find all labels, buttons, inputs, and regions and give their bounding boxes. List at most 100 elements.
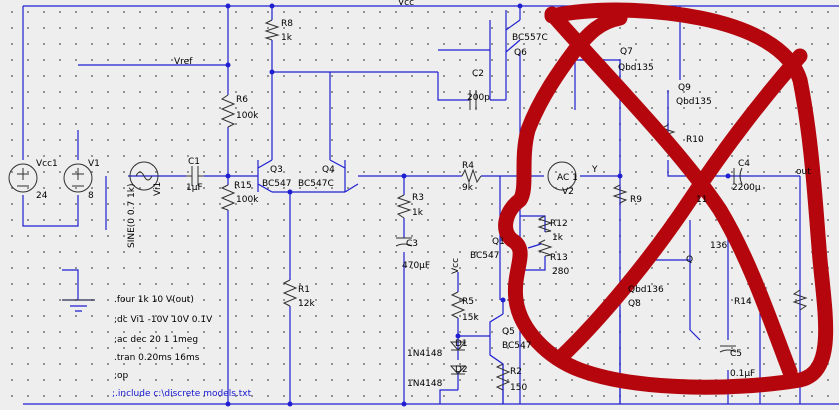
c1-value: 1µF [186, 183, 203, 193]
vcc1-name: Vcc1 [36, 159, 58, 169]
r8-name: R8 [281, 19, 293, 29]
r14-name: R14 [734, 297, 752, 307]
q3-name: Q3 [270, 165, 283, 175]
spice-directives: .four 1k 10 V(out) ;dc Vi1 -10V 10V 0.1V… [112, 295, 252, 399]
vcc-local-label: Vcc [451, 258, 461, 274]
r8-symbol[interactable] [264, 19, 280, 41]
r15-name: R15 [234, 181, 252, 191]
v1-name: V1 [88, 159, 100, 169]
q8-name: Q8 [628, 299, 641, 309]
r5-name: R5 [462, 297, 474, 307]
r6-name: R6 [236, 95, 248, 105]
q4-model: BC547C [298, 179, 334, 189]
r2-value: 150 [510, 383, 527, 393]
component-symbols [8, 19, 808, 391]
r2-symbol[interactable] [495, 363, 511, 391]
c1-symbol[interactable] [186, 166, 204, 186]
v2-source-symbol[interactable] [547, 161, 577, 191]
v2-name: V2 [562, 187, 574, 197]
directive-include[interactable]: ;.include c:\discrete models.txt [112, 389, 252, 399]
red-scribble-overlay [498, 2, 834, 395]
vi1-source-symbol[interactable] [129, 161, 159, 191]
directive-tran[interactable]: .tran 0.20ms 16ms [114, 353, 200, 363]
q9-name: Q9 [678, 83, 691, 93]
directive-op[interactable]: ;op [114, 371, 129, 381]
vref-net-label: Vref [174, 57, 193, 67]
r3-name: R3 [412, 193, 424, 203]
y-net-label: Y [591, 165, 598, 175]
c5-symbol[interactable] [719, 345, 737, 353]
q9-model: Qbd135 [676, 97, 712, 107]
c3-value: 470µF [402, 261, 430, 271]
d1-symbol[interactable] [449, 341, 467, 351]
r1-symbol[interactable] [282, 279, 298, 307]
d1-name: D1 [455, 339, 468, 349]
d2-symbol[interactable] [449, 365, 467, 375]
q6-name: Q6 [514, 48, 527, 58]
r5-symbol[interactable] [450, 291, 466, 319]
q3-model: BC547 [262, 179, 291, 189]
v1-source-symbol[interactable] [63, 163, 93, 193]
c3-name: C3 [406, 239, 418, 249]
d2-model: 1N4148 [407, 379, 443, 389]
vcc1-value: 24 [36, 191, 48, 201]
wires [22, 5, 839, 405]
junction-dots [225, 3, 731, 407]
r1-value: 12k [298, 299, 315, 309]
labels: Vcc Vcc1 24 V1 8 Vref SINE(0 0.7 1k) Vi1… [36, 0, 811, 393]
r13-symbol[interactable] [537, 239, 553, 257]
out-net-label: out [796, 167, 811, 177]
vi1-value: SINE(0 0.7 1k) [127, 183, 137, 248]
r3-symbol[interactable] [396, 194, 412, 219]
r10-name: R10 [686, 135, 704, 145]
c5-name: C5 [730, 349, 742, 359]
q6-model: BC557C [512, 33, 548, 43]
r4-value: 9k [462, 183, 474, 193]
vcc-top-label: Vcc [398, 0, 414, 8]
directive-ac[interactable]: ;ac dec 20 1 1meg [114, 335, 198, 345]
r5-value: 15k [462, 313, 479, 323]
r12-value: 1k [552, 233, 564, 243]
r15-symbol[interactable] [220, 184, 236, 211]
vcc1-source-symbol[interactable] [8, 163, 38, 193]
q-partial-model: 136 [710, 241, 727, 251]
r3-value: 1k [412, 208, 424, 218]
c4-symbol[interactable] [733, 167, 743, 185]
q7-name: Q7 [620, 47, 633, 57]
q4-name: Q4 [322, 165, 335, 175]
r15-value: 100k [236, 195, 259, 205]
q-partial-name: Q [686, 255, 693, 265]
r6-symbol[interactable] [220, 94, 236, 128]
r6-value: 100k [236, 111, 259, 121]
v1-value: 8 [88, 191, 94, 201]
r1-name: R1 [298, 285, 310, 295]
c5-value: 0.1µF [730, 369, 755, 379]
q5-model: BC547 [502, 341, 531, 351]
q1-name: Q1 [492, 237, 505, 247]
c4-value: 2200µ [732, 183, 761, 193]
r9-symbol[interactable] [612, 184, 628, 204]
r4-symbol[interactable] [461, 168, 482, 184]
directive-dc[interactable]: ;dc Vi1 -10V 10V 0.1V [114, 315, 213, 325]
r13-name: R13 [550, 253, 568, 263]
d2-name: D2 [455, 365, 468, 375]
r8-value: 1k [281, 33, 293, 43]
v2-value: AC 1 [557, 173, 578, 183]
q7-model: Qbd135 [618, 63, 654, 73]
q5-name: Q5 [502, 327, 515, 337]
c4-name: C4 [738, 159, 750, 169]
q8-model: Qbd136 [628, 285, 664, 295]
r13-value: 280 [552, 267, 569, 277]
r12-name: R12 [550, 219, 568, 229]
c2-name: C2 [472, 69, 484, 79]
c2-symbol[interactable] [469, 90, 477, 110]
q1-model: BC547 [470, 251, 499, 261]
r12-symbol[interactable] [537, 215, 553, 233]
c3-symbol[interactable] [395, 237, 413, 247]
c2-value: 200p [467, 93, 490, 103]
directive-four[interactable]: .four 1k 10 V(out) [114, 295, 194, 305]
r9-name: R9 [630, 195, 642, 205]
r4-name: R4 [462, 161, 474, 171]
c1-name: C1 [188, 157, 200, 167]
